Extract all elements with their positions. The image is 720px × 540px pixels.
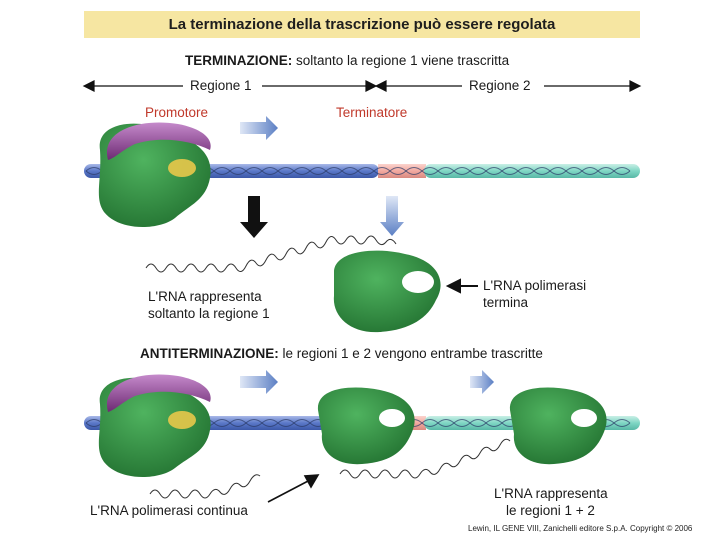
rna-polymerase-released: [333, 250, 441, 333]
direction-arrow-top: [240, 116, 278, 140]
termination-heading-rest: soltanto la regione 1 viene trascritta: [292, 53, 510, 68]
terminator-down-arrow: [380, 196, 404, 236]
termination-heading-bold: TERMINAZIONE:: [185, 53, 293, 68]
polymerase-terminates-line1: L'RNA polimerasi: [483, 278, 587, 293]
rna-polymerase-continuing: [509, 387, 607, 465]
dna-terminator-top: [378, 164, 426, 178]
region1-label: Regione 1: [190, 78, 252, 93]
rna-polymerase-at-terminator: [317, 387, 415, 465]
antitermination-heading: ANTITERMINAZIONE: le regioni 1 e 2 vengo…: [140, 346, 543, 361]
nascent-rna-short: [149, 474, 261, 499]
termination-down-arrow: [240, 196, 268, 238]
nascent-rna-long: [339, 438, 511, 479]
copyright-credit: Lewin, IL GENE VIII, Zanichelli editore …: [468, 524, 693, 533]
region2-label: Regione 2: [469, 78, 531, 93]
rna-note-region1-line1: L'RNA rappresenta: [148, 289, 262, 304]
termination-heading: TERMINAZIONE: soltanto la regione 1 vien…: [185, 53, 509, 68]
region2-span-arrow: [374, 80, 642, 92]
terminator-label: Terminatore: [336, 105, 408, 120]
region1-span-arrow: [82, 80, 378, 92]
diagram-title: La terminazione della trascrizione può e…: [168, 16, 556, 33]
rna-polymerase-initial-top: [98, 123, 211, 228]
polymerase-continues-label: L'RNA polimerasi continua: [90, 503, 248, 518]
rna-note-both-line1: L'RNA rappresenta: [494, 486, 608, 501]
direction-arrow-bottom-2: [470, 370, 494, 394]
dna-region2-top: [424, 164, 640, 178]
promoter-label: Promotore: [145, 105, 209, 120]
direction-arrow-bottom-1: [240, 370, 278, 394]
rna-note-region1-line2: soltanto la regione 1: [148, 306, 270, 321]
polymerase-terminates-line2: termina: [483, 295, 529, 310]
polymerase-continues-pointer: [267, 474, 320, 503]
rna-note-both-line2: le regioni 1 + 2: [506, 503, 595, 518]
antitermination-heading-bold: ANTITERMINAZIONE:: [140, 346, 279, 361]
released-rna-region1: [145, 235, 397, 273]
title-bar: La terminazione della trascrizione può e…: [84, 11, 640, 38]
sigma-factor-top: [106, 122, 211, 160]
rna-polymerase-initial-bottom: [98, 377, 211, 478]
sigma-factor-bottom: [106, 374, 211, 412]
antitermination-heading-rest: le regioni 1 e 2 vengono entrambe trascr…: [278, 346, 543, 361]
polymerase-terminates-pointer: [445, 278, 478, 294]
